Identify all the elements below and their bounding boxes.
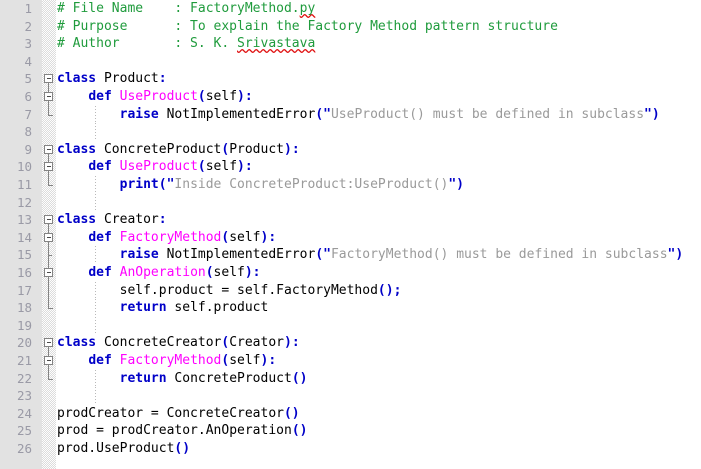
line-number: 26 [16,441,32,456]
line-number: 25 [16,423,32,439]
fold-line [48,105,49,116]
line-number: 6 [24,89,32,104]
code-text: prod.UseProduct() [57,441,191,456]
fold-collapse-box[interactable] [44,74,53,84]
code-text: raise NotImplementedError("FactoryMethod… [119,247,684,263]
code-text: prod = prodCreator.AnOperation() [57,423,308,439]
fold-end-tick [48,378,53,380]
line-number: 9 [24,141,32,157]
line-number: 20 [16,335,32,351]
indent-guide [95,123,96,141]
line-number: 5 [24,71,32,87]
line-number: 15 [16,247,32,263]
fold-collapse-box[interactable] [44,268,53,277]
fold-end-tick [48,185,53,186]
line-number: 17 [16,282,32,298]
fold-collapse-box[interactable] [44,356,53,365]
line-number: 8 [24,124,32,140]
indent-guide [95,176,96,194]
fold-line [48,158,49,163]
fold-line [48,83,49,88]
fold-line [48,347,49,352]
fold-line [48,153,49,159]
fold-line [48,277,49,282]
fold-line [48,101,49,106]
line-number: 7 [24,106,32,122]
code-text: class Creator: [57,212,167,228]
fold-line [48,88,49,92]
line-number: 21 [16,353,32,368]
line-number: 13 [16,212,32,228]
code-text: # File Name : FactoryMethod.py [57,1,316,16]
fold-line [48,228,49,233]
code-text: class ConcreteCreator(Creator): [57,335,300,351]
code-text: class ConcreteProduct(Product): [57,141,300,157]
line-number: 2 [24,18,32,34]
line-number: 22 [16,370,32,386]
line-number: 14 [16,229,32,245]
code-text: def UseProduct(self): [88,89,253,104]
fold-line [48,246,49,264]
code-text: print("Inside ConcreteProduct:UseProduct… [119,177,465,192]
fold-line [48,224,49,229]
fold-line [48,264,49,268]
line-number-gutter [0,0,42,469]
line-number: 10 [16,159,32,175]
code-text: return ConcreteProduct() [119,370,308,386]
code-text: def FactoryMethod(self): [88,229,277,245]
indent-guide [95,281,96,300]
code-text: return self.product [119,300,269,316]
code-text: prodCreator = ConcreteCreator() [57,405,300,421]
fold-branch-tick [48,255,52,257]
code-text: # Author : S. K. Srivastava [57,36,316,52]
code-text: class Product: [57,71,167,87]
line-number: 19 [16,317,32,333]
fold-line [48,369,49,380]
line-number: 18 [16,300,32,316]
fold-line [48,299,49,310]
indent-guide [95,387,96,405]
fold-line [48,352,49,356]
line-number: 1 [24,1,32,16]
fold-collapse-box[interactable] [44,144,53,154]
line-number: 3 [24,36,32,52]
fold-line [48,241,49,247]
code-text: def FactoryMethod(self): [88,353,277,368]
line-number: 4 [24,53,32,69]
code-text: raise NotImplementedError("UseProduct() … [119,106,660,122]
fold-collapse-box[interactable] [44,338,53,348]
indent-guide [95,316,96,335]
indent-guide [95,369,96,388]
fold-end-tick [48,308,53,310]
fold-line [48,171,49,176]
line-number: 12 [16,194,32,210]
fold-collapse-box[interactable] [44,215,53,225]
line-number: 24 [16,405,32,421]
code-text: # Purpose : To explain the Factory Metho… [57,18,558,34]
indent-guide [95,246,96,264]
code-text: def AnOperation(self): [88,265,261,280]
fold-line [48,176,49,186]
indent-guide [95,299,96,317]
line-number: 23 [16,388,32,404]
indent-guide [95,193,96,212]
fold-collapse-box[interactable] [44,92,53,101]
fold-line [48,281,49,300]
line-number: 11 [16,177,32,192]
fold-line [48,365,49,370]
fold-collapse-box[interactable] [44,232,53,242]
fold-end-tick [48,114,53,116]
indent-guide [95,105,96,124]
line-number: 16 [16,265,32,280]
code-text: self.product = self.FactoryMethod(); [57,282,402,298]
code-text: def UseProduct(self): [88,159,253,175]
fold-collapse-box[interactable] [44,162,53,172]
